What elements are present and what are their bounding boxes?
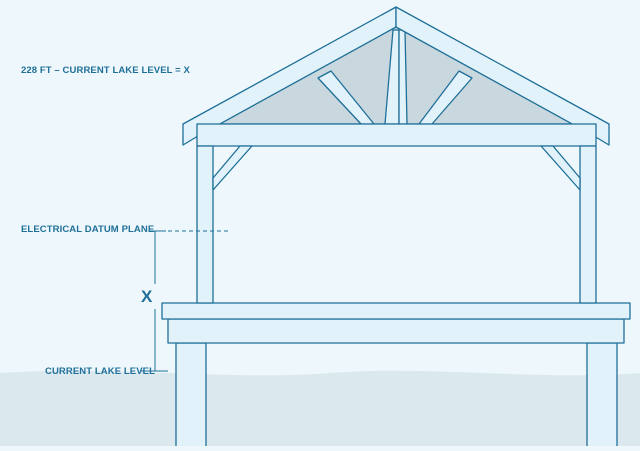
left-brace [212, 145, 253, 191]
formula-label: 228 FT – CURRENT LAKE LEVEL = X [21, 65, 190, 76]
x-dimension-label: X [141, 287, 153, 306]
right-brace [540, 145, 581, 191]
left-post [196, 145, 214, 304]
current-lake-level-label: CURRENT LAKE LEVEL [45, 366, 155, 377]
truss-center-right [398, 29, 408, 125]
roof-right-slope [395, 6, 610, 146]
lake-water [0, 370, 640, 446]
deck-beam [167, 318, 625, 344]
right-post [579, 145, 597, 304]
left-piling [175, 342, 207, 449]
deck [161, 302, 631, 320]
right-piling [586, 342, 618, 449]
datum-plane-label: ELECTRICAL DATUM PLANE [21, 224, 155, 235]
tie-beam [196, 123, 597, 147]
roof-left-slope [182, 6, 397, 146]
